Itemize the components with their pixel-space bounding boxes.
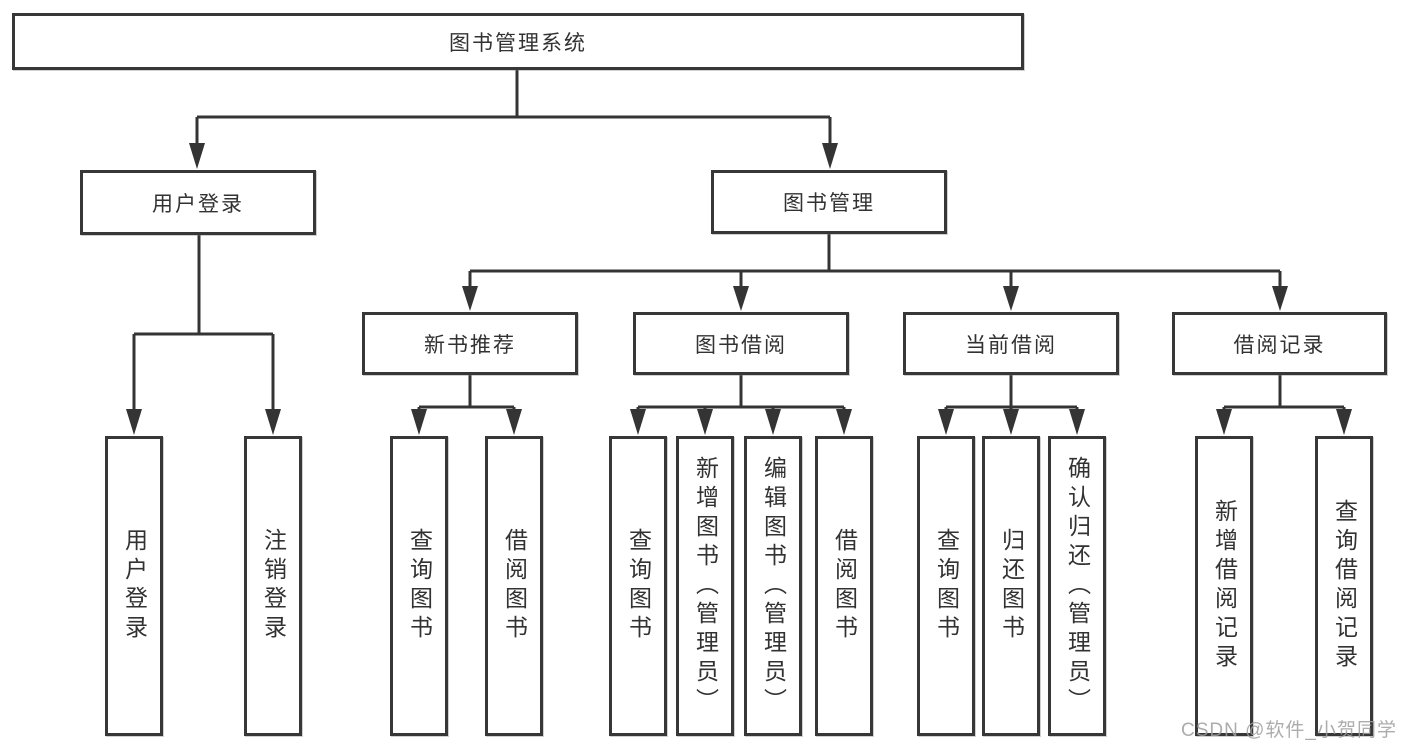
leaf-borrow-books-recommend-label: 借阅图书 (501, 528, 528, 644)
leaf-user-login: 用户登录 (105, 436, 163, 736)
node-book-management-label: 图书管理 (783, 192, 875, 215)
node-new-book-recommend-label: 新书推荐 (424, 333, 516, 357)
leaf-query-books-recommend-label: 查询图书 (406, 528, 433, 644)
leaf-edit-book-admin: 编辑图书（管理员） (744, 436, 802, 736)
leaf-query-books-current: 查询图书 (917, 436, 975, 736)
node-book-borrow-label: 图书借阅 (695, 333, 787, 357)
leaf-add-book-admin-label: 新增图书（管理员） (692, 455, 719, 717)
node-current-borrow: 当前借阅 (903, 312, 1119, 375)
node-borrow-records: 借阅记录 (1172, 312, 1387, 375)
leaf-logout: 注销登录 (244, 436, 302, 736)
leaf-query-books-borrow: 查询图书 (609, 436, 667, 736)
leaf-user-login-label: 用户登录 (121, 528, 148, 644)
leaf-borrow-books: 借阅图书 (815, 436, 873, 736)
node-root-label: 图书管理系统 (449, 31, 587, 55)
node-new-book-recommend: 新书推荐 (362, 312, 578, 375)
node-user-login: 用户登录 (80, 170, 316, 235)
leaf-borrow-books-label: 借阅图书 (831, 528, 858, 644)
leaf-query-books-borrow-label: 查询图书 (625, 528, 652, 644)
leaf-query-borrow-record-label: 查询借阅记录 (1331, 499, 1358, 673)
leaf-borrow-books-recommend: 借阅图书 (485, 436, 543, 736)
leaf-confirm-return-admin-label: 确认归还（管理员） (1064, 455, 1091, 717)
leaf-add-borrow-record-label: 新增借阅记录 (1211, 499, 1238, 673)
leaf-logout-label: 注销登录 (260, 528, 287, 644)
leaf-query-books-recommend: 查询图书 (390, 436, 448, 736)
node-book-management: 图书管理 (711, 170, 947, 234)
csdn-watermark: CSDN @软件_小贺同学 (1181, 720, 1397, 741)
leaf-add-borrow-record: 新增借阅记录 (1195, 436, 1253, 736)
node-borrow-records-label: 借阅记录 (1233, 333, 1326, 357)
leaf-query-books-current-label: 查询图书 (933, 528, 960, 644)
leaf-query-borrow-record: 查询借阅记录 (1315, 436, 1373, 736)
node-root: 图书管理系统 (12, 13, 1024, 70)
leaf-return-book: 归还图书 (982, 436, 1040, 736)
node-user-login-label: 用户登录 (152, 192, 244, 216)
leaf-return-book-label: 归还图书 (998, 528, 1025, 644)
leaf-confirm-return-admin: 确认归还（管理员） (1048, 436, 1106, 736)
leaf-edit-book-admin-label: 编辑图书（管理员） (760, 455, 787, 717)
node-current-borrow-label: 当前借阅 (965, 333, 1057, 357)
leaf-add-book-admin: 新增图书（管理员） (676, 436, 734, 736)
node-book-borrow: 图书借阅 (633, 312, 849, 375)
